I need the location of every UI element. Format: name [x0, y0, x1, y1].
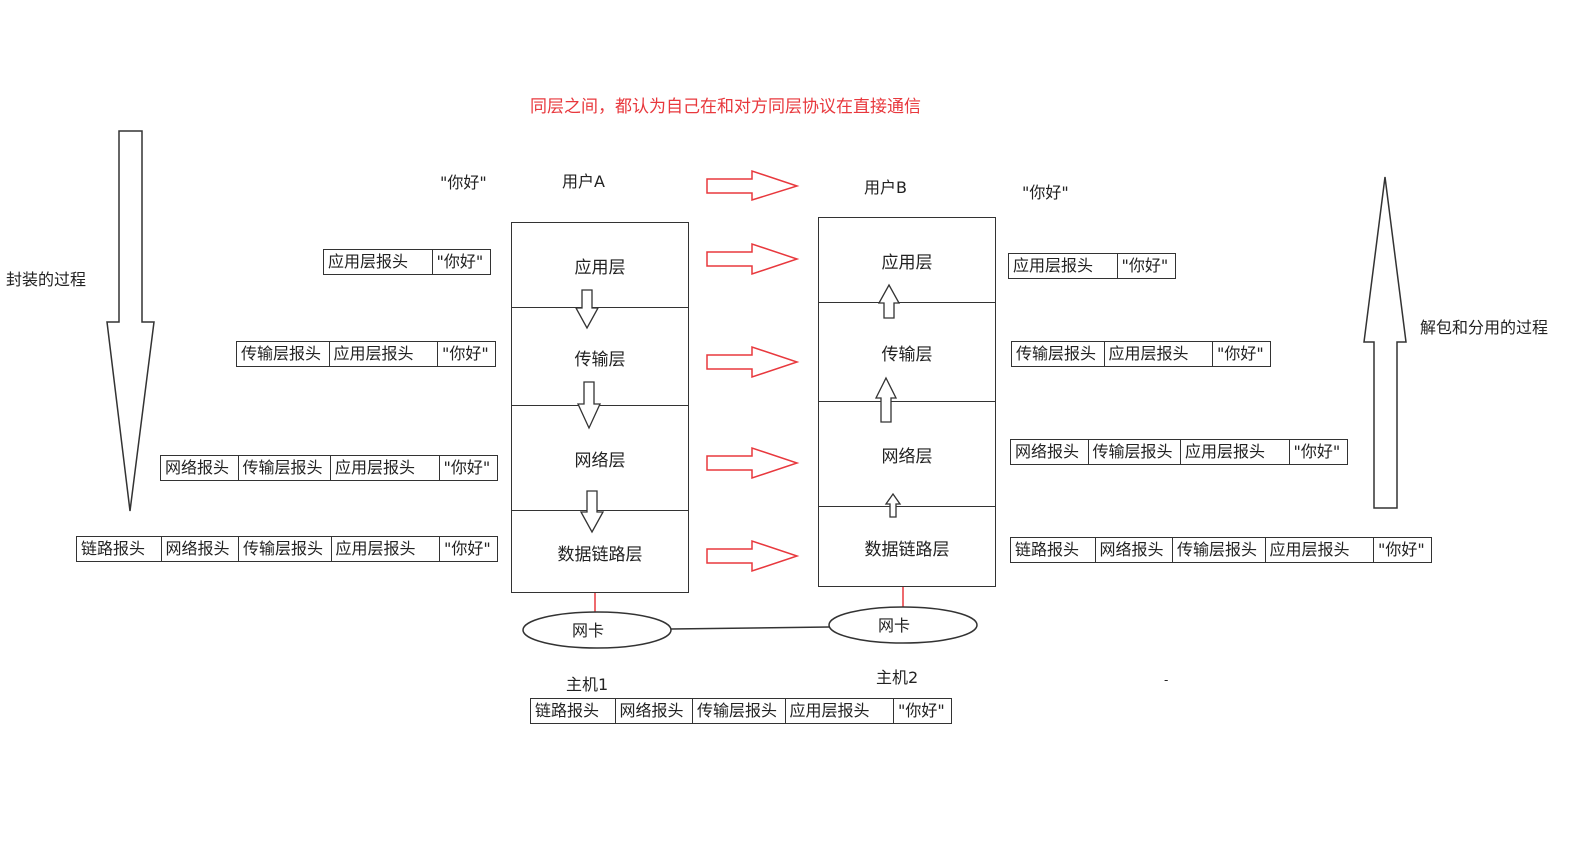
application-header: 应用层报头 [323, 249, 433, 275]
network-cable [670, 626, 830, 630]
stack-a-down-arrow-2 [576, 381, 602, 430]
application-header: 应用层报头 [1008, 253, 1118, 279]
layer-label: 网络层 [881, 447, 933, 467]
layer-label: 传输层 [574, 349, 626, 370]
application-header: 应用层报头 [1264, 537, 1375, 563]
nic-b-label: 网卡 [878, 616, 911, 635]
stack-a-down-arrow-1 [574, 289, 600, 330]
payload: "你好" [1288, 439, 1348, 465]
transport-header: 传输层报头 [1011, 341, 1105, 367]
packet-left-transport: 传输层报头 应用层报头 "你好" [236, 341, 496, 367]
peer-arrow-network [706, 446, 800, 480]
payload: "你好" [893, 698, 952, 724]
nic-a-ellipse [522, 611, 672, 649]
packet-right-application: 应用层报头 "你好" [1008, 253, 1176, 279]
application-header: 应用层报头 [784, 698, 895, 724]
transport-header: 传输层报头 [692, 698, 786, 724]
layer-label: 网络层 [574, 451, 626, 471]
payload: "你好" [431, 249, 491, 275]
network-header: 网络报头 [1094, 537, 1174, 563]
transport-header: 传输层报头 [236, 341, 330, 367]
packet-right-transport: 传输层报头 应用层报头 "你好" [1011, 341, 1271, 367]
payload: "你好" [1116, 253, 1176, 279]
layer-label: 传输层 [881, 345, 933, 365]
link-header: 链路报头 [1010, 537, 1096, 563]
packet-right-network: 网络报头 传输层报头 应用层报头 "你好" [1010, 439, 1348, 465]
payload: "你好" [1373, 537, 1432, 563]
link-header: 链路报头 [76, 536, 162, 562]
decapsulation-up-arrow [1363, 176, 1407, 509]
stack-b-application-layer: 应用层 [819, 218, 995, 302]
nic-a-label: 网卡 [572, 621, 605, 640]
link-header: 链路报头 [530, 698, 616, 724]
protocol-stack-b: 应用层 传输层 网络层 数据链路层 [818, 217, 996, 587]
packet-right-datalink: 链路报头 网络报头 传输层报头 应用层报头 "你好" [1010, 537, 1432, 563]
packet-left-datalink: 链路报头 网络报头 传输层报头 应用层报头 "你好" [76, 536, 498, 562]
network-header: 网络报头 [1010, 439, 1089, 465]
host-1-label: 主机1 [566, 675, 609, 694]
message-a: "你好" [440, 173, 487, 192]
stack-a-application-layer: 应用层 [512, 223, 688, 307]
layer-label: 数据链路层 [864, 539, 950, 560]
stack-a-datalink-layer: 数据链路层 [512, 510, 688, 593]
application-header: 应用层报头 [330, 455, 440, 481]
payload: "你好" [438, 455, 498, 481]
diagram-title: 同层之间，都认为自己在和对方同层协议在直接通信 [530, 97, 921, 117]
layer-label: 应用层 [881, 252, 933, 273]
layer-label: 应用层 [574, 257, 626, 278]
stray-mark: - [1164, 673, 1169, 687]
encapsulation-label: 封装的过程 [6, 270, 87, 289]
payload: "你好" [1212, 341, 1271, 367]
encapsulation-down-arrow [106, 130, 155, 512]
nic-b-ellipse [828, 606, 978, 644]
stack-b-network-layer: 网络层 [819, 401, 995, 507]
application-header: 应用层报头 [1103, 341, 1214, 367]
peer-arrows [706, 169, 800, 573]
stack-a-transport-layer: 传输层 [512, 307, 688, 406]
transport-header: 传输层报头 [1172, 537, 1266, 563]
payload: "你好" [437, 341, 496, 367]
host-2-label: 主机2 [876, 668, 919, 687]
peer-arrow-transport [706, 345, 800, 379]
stack-b-up-arrow-3 [884, 492, 902, 518]
packet-left-network: 网络报头 传输层报头 应用层报头 "你好" [160, 455, 498, 481]
stack-b-up-arrow-1 [877, 283, 901, 319]
application-header: 应用层报头 [1180, 439, 1290, 465]
network-header: 网络报头 [160, 536, 240, 562]
protocol-stack-a: 应用层 传输层 网络层 数据链路层 [511, 222, 689, 593]
stack-b-up-arrow-2 [874, 376, 898, 423]
layer-label: 数据链路层 [557, 544, 643, 565]
stack-b-transport-layer: 传输层 [819, 302, 995, 402]
peer-arrow-application [706, 242, 800, 276]
transport-header: 传输层报头 [238, 536, 332, 562]
message-b: "你好" [1022, 183, 1069, 202]
stack-a-down-arrow-3 [579, 490, 605, 534]
application-header: 应用层报头 [328, 341, 439, 367]
decapsulation-label: 解包和分用的过程 [1420, 318, 1549, 337]
user-a-label: 用户A [562, 172, 605, 191]
peer-arrow-datalink [706, 539, 800, 573]
stack-b-datalink-layer: 数据链路层 [819, 506, 995, 587]
payload: "你好" [439, 536, 498, 562]
user-b-label: 用户B [864, 178, 907, 197]
peer-arrow-user [706, 169, 800, 202]
packet-left-application: 应用层报头 "你好" [323, 249, 491, 275]
application-header: 应用层报头 [330, 536, 441, 562]
network-header: 网络报头 [160, 455, 239, 481]
transport-header: 传输层报头 [237, 455, 332, 481]
packet-wire: 链路报头 网络报头 传输层报头 应用层报头 "你好" [530, 698, 952, 724]
transport-header: 传输层报头 [1087, 439, 1182, 465]
